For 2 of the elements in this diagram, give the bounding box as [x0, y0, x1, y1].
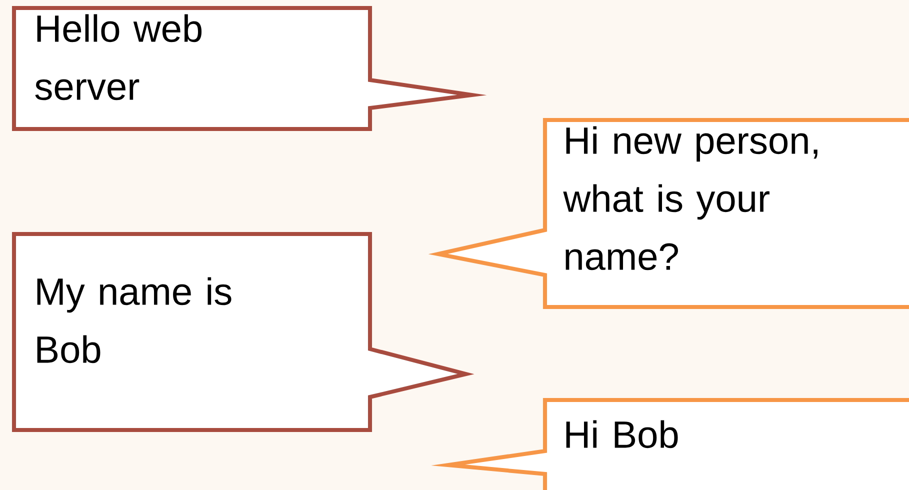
- speech-bubble: My name is Bob: [12, 232, 474, 432]
- speech-bubble: Hi new person, what is your name?: [428, 118, 909, 309]
